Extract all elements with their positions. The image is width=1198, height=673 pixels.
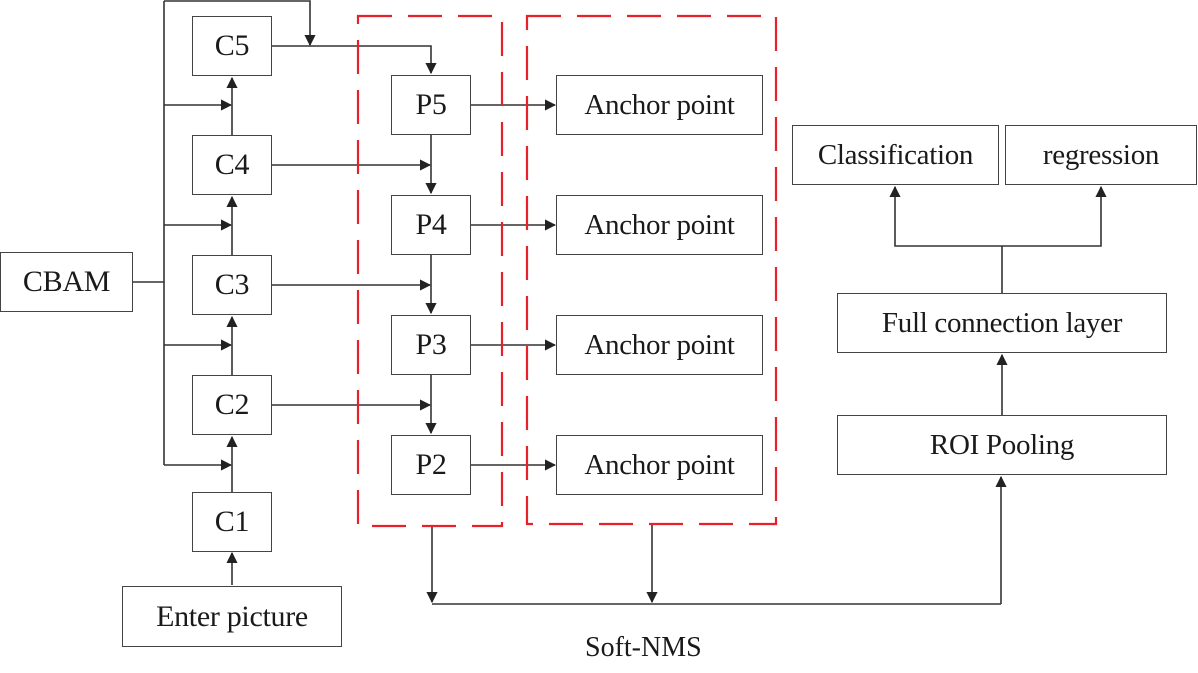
c4-box: C4 — [192, 135, 272, 195]
fc-to-regression-arrow — [1002, 185, 1107, 247]
p4-box: P4 — [391, 195, 471, 255]
anchor-label: Anchor point — [584, 328, 735, 361]
anchor-box-p3: Anchor point — [556, 315, 763, 375]
c5-to-p5-arrow — [272, 45, 437, 75]
cbam-to-c5-output — [164, 0, 316, 47]
c1-label: C1 — [214, 505, 250, 538]
c1-box: C1 — [192, 492, 272, 552]
p2-box: P2 — [391, 435, 471, 495]
anchor-box-p5: Anchor point — [556, 75, 763, 135]
c3-box: C3 — [192, 255, 272, 315]
p4-label: P4 — [415, 208, 447, 241]
anchor-label: Anchor point — [584, 208, 735, 241]
c2-label: C2 — [214, 388, 250, 421]
input-box: Enter picture — [122, 586, 342, 647]
p5-label: P5 — [415, 88, 447, 121]
fc-layer-box: Full connection layer — [837, 293, 1167, 353]
anchor-group-box — [525, 14, 778, 526]
p2-label: P2 — [415, 448, 447, 481]
p3-box: P3 — [391, 315, 471, 375]
anchor-label: Anchor point — [584, 448, 735, 481]
fc-to-classification-arrow — [889, 185, 1002, 247]
anchor-box-p4: Anchor point — [556, 195, 763, 255]
regression-label: regression — [1042, 138, 1160, 171]
roi-pooling-label: ROI Pooling — [929, 428, 1075, 461]
c5-label: C5 — [214, 29, 250, 62]
anchor-label: Anchor point — [584, 88, 735, 121]
c2-box: C2 — [192, 375, 272, 435]
input-label: Enter picture — [156, 599, 308, 633]
cbam-box: CBAM — [0, 252, 133, 312]
p5-box: P5 — [391, 75, 471, 135]
fc-layer-label: Full connection layer — [881, 306, 1123, 339]
fpn-group-box — [356, 14, 504, 528]
cbam-label: CBAM — [22, 265, 111, 298]
p3-label: P3 — [415, 328, 447, 361]
classification-box: Classification — [792, 125, 999, 185]
soft-nms-label: Soft-NMS — [585, 632, 702, 663]
c5-box: C5 — [192, 16, 272, 76]
classification-label: Classification — [817, 138, 974, 171]
regression-box: regression — [1005, 125, 1197, 185]
roi-pooling-box: ROI Pooling — [837, 415, 1167, 475]
anchor-box-p2: Anchor point — [556, 435, 763, 495]
c3-label: C3 — [214, 268, 250, 301]
c4-label: C4 — [214, 148, 250, 181]
